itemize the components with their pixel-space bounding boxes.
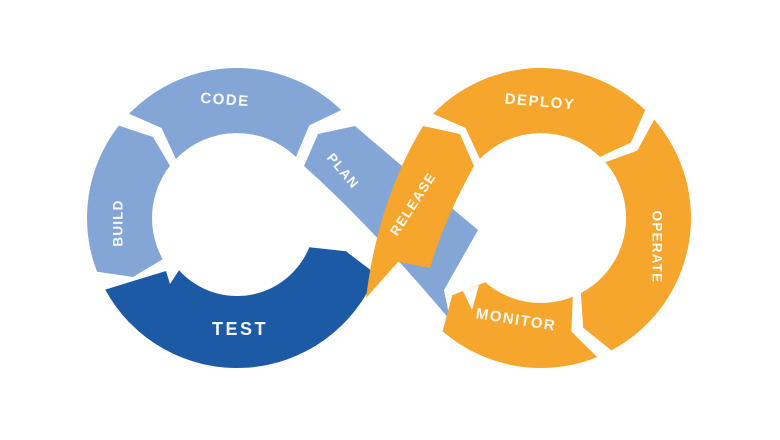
deploy-label: DEPLOY xyxy=(504,90,576,113)
test-label: TEST xyxy=(212,319,268,339)
deploy-arc-segment xyxy=(433,67,646,159)
code-label: CODE xyxy=(200,90,250,110)
code-arc-segment xyxy=(129,67,342,159)
release-band-segment xyxy=(366,126,474,298)
monitor-arrow-notch xyxy=(463,285,479,310)
monitor-arrow-arc-segment xyxy=(442,282,598,369)
operate-label: OPERATE xyxy=(650,211,665,284)
operate-arc-segment xyxy=(580,119,691,351)
build-arc-segment xyxy=(87,125,170,277)
build-label: BUILD xyxy=(111,199,126,246)
test-arrow-arc-segment xyxy=(105,247,377,369)
